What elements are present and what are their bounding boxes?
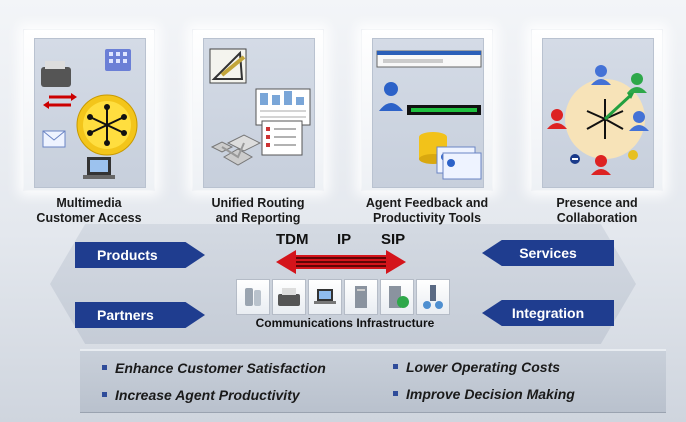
benefit-item: Lower Operating Costs: [393, 359, 560, 375]
multimedia-hub-icon: [41, 49, 138, 179]
network-icon: [416, 279, 450, 315]
double-arrow-icon: [276, 250, 406, 274]
server-icon: [344, 279, 378, 315]
panel-routing-art: [203, 38, 315, 188]
routing-reporting-icon: [209, 48, 311, 166]
benefit-item: Enhance Customer Satisfaction: [102, 360, 326, 376]
laptop-icon: [308, 279, 342, 315]
presence-collaboration-icon: [547, 65, 649, 175]
benefit-item: Improve Decision Making: [393, 386, 575, 402]
panel-agent-art: [372, 38, 484, 188]
products-tag: Products: [75, 242, 205, 268]
benefit-item: Increase Agent Productivity: [102, 387, 300, 403]
agent-tools-icon: [376, 50, 482, 180]
protocol-sip: SIP: [381, 231, 406, 248]
fax-icon: [272, 279, 306, 315]
panel-multimedia-art: [34, 38, 146, 188]
bullet-icon: [393, 390, 398, 396]
panel-presence-art: [542, 38, 654, 188]
services-tag: Services: [482, 240, 614, 266]
panel-presence: [532, 30, 662, 190]
bullet-icon: [393, 363, 398, 369]
integration-tag: Integration: [482, 300, 614, 326]
benefits-box: [80, 349, 666, 413]
panel-agent: [362, 30, 492, 190]
infrastructure-label: Communications Infrastructure: [255, 316, 435, 330]
partners-tag: Partners: [75, 302, 205, 328]
protocol-tdm: TDM: [276, 231, 309, 248]
panel-multimedia: [24, 30, 154, 190]
bullet-icon: [102, 364, 107, 370]
gateway-icon: [380, 279, 414, 315]
panel-routing: [193, 30, 323, 190]
phone-icon: [236, 279, 270, 315]
bullet-icon: [102, 391, 107, 397]
protocol-ip: IP: [337, 231, 352, 248]
